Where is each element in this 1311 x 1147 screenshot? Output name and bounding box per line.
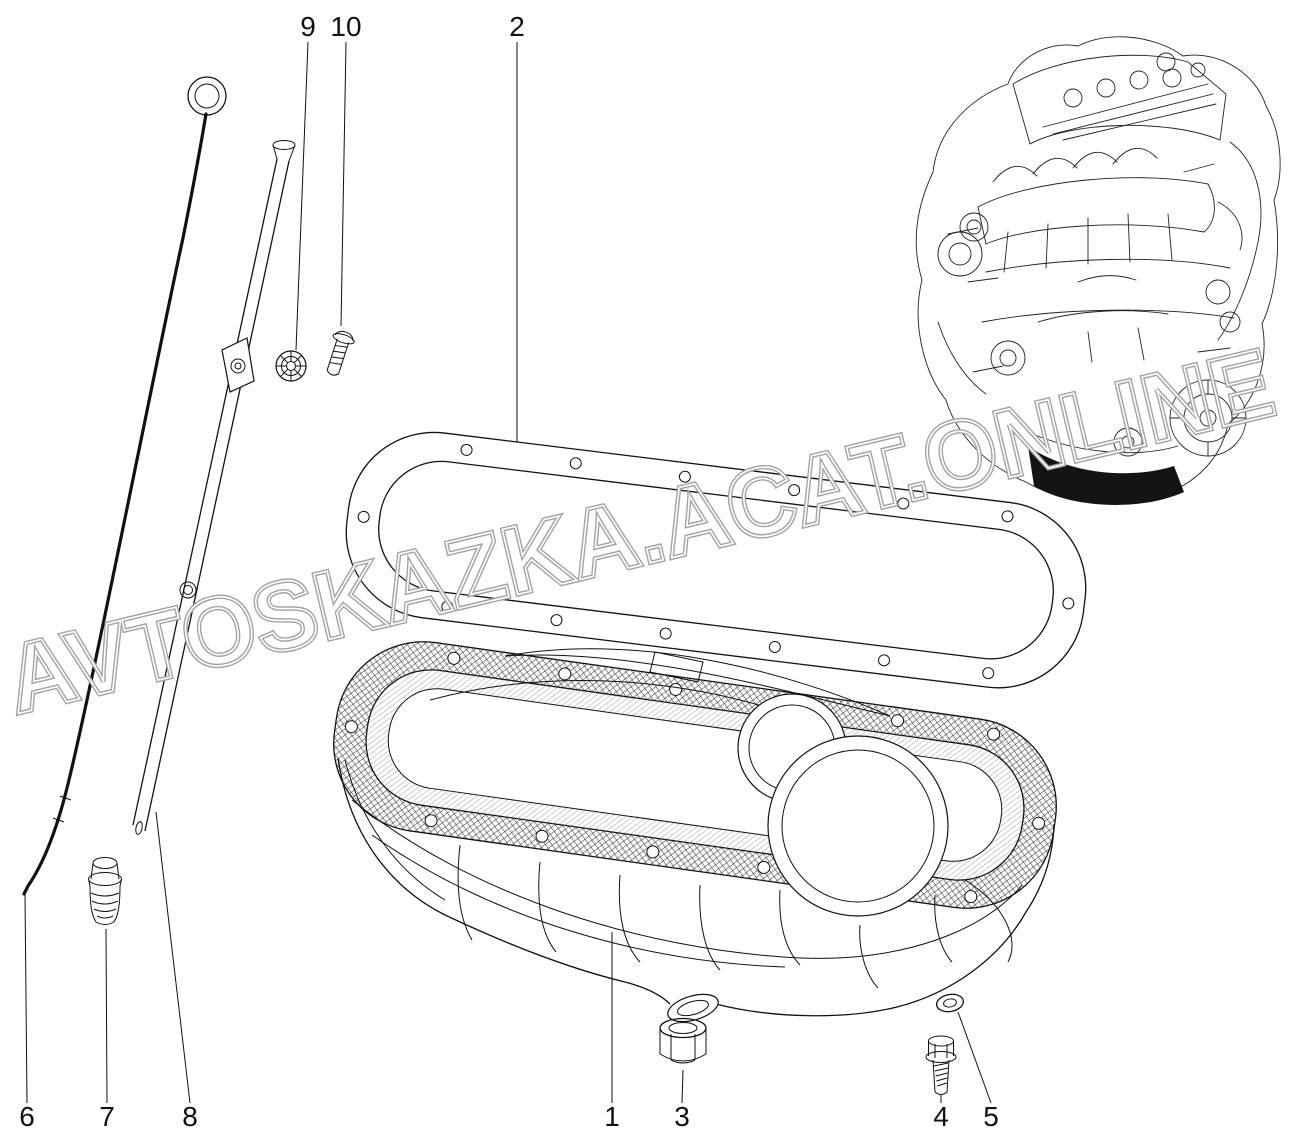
oil-pan-body xyxy=(337,757,1055,1017)
callout-5: 5 xyxy=(983,1101,999,1132)
callout-4: 4 xyxy=(933,1101,949,1132)
callouts: 9 10 2 6 7 8 1 3 4 5 xyxy=(19,11,999,1132)
tube-bracket xyxy=(221,337,255,393)
oil-plug-part-7 xyxy=(88,857,122,925)
dipstick xyxy=(22,76,227,896)
bracket-bolt xyxy=(326,330,355,376)
callout-10: 10 xyxy=(330,11,361,42)
leader-lines xyxy=(24,41,992,1104)
callout-7: 7 xyxy=(99,1101,115,1132)
leader-5 xyxy=(957,1011,992,1104)
oil-pan-interior-detail xyxy=(429,648,949,917)
oil-pan-gasket xyxy=(345,431,1087,689)
callout-6: 6 xyxy=(19,1101,35,1132)
engine-overview-thumbnail xyxy=(915,36,1281,505)
callout-3: 3 xyxy=(674,1101,690,1132)
leader-8 xyxy=(155,811,191,1104)
bolt-washer xyxy=(935,993,965,1013)
dipstick-tube xyxy=(132,140,296,835)
callout-2: 2 xyxy=(509,11,525,42)
leader-7 xyxy=(105,928,108,1104)
oil-drain-boss xyxy=(667,993,719,1023)
callout-8: 8 xyxy=(182,1101,198,1132)
callout-1: 1 xyxy=(604,1101,620,1132)
leader-3 xyxy=(681,1069,684,1104)
leader-9 xyxy=(295,41,309,351)
gasket-bolt-holes xyxy=(357,443,1075,680)
callout-9: 9 xyxy=(300,11,316,42)
oil-pan-flange xyxy=(333,641,1057,909)
flange-bolt xyxy=(925,1035,957,1095)
leader-6 xyxy=(24,892,28,1104)
leader-10 xyxy=(340,41,347,327)
tube-seal-washer xyxy=(275,350,307,382)
drain-plug xyxy=(659,1017,707,1064)
